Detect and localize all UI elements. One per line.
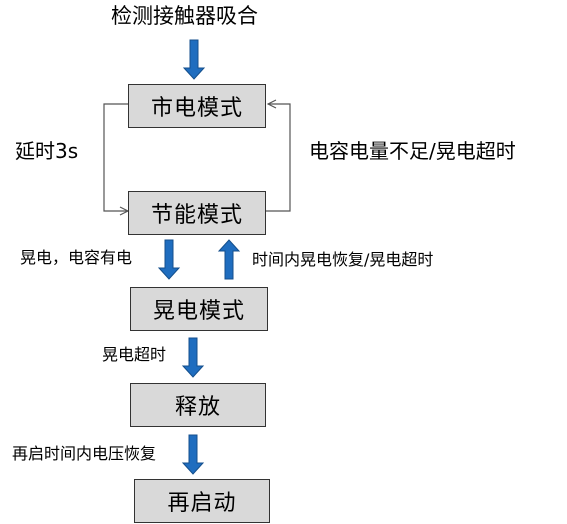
node-sway-mode: 晃电模式: [130, 287, 268, 331]
edge-label-sway-restore: 时间内晃电恢复/晃电超时: [252, 250, 434, 269]
node-saving-mode: 节能模式: [128, 191, 266, 235]
loop-line-right: [266, 104, 291, 212]
arrow-release-to-restart: [181, 434, 205, 475]
loop-line-left: [103, 103, 128, 211]
node-restart: 再启动: [134, 479, 270, 523]
node-mains-mode: 市电模式: [128, 84, 266, 128]
edge-label-cap-low: 电容电量不足/晃电超时: [309, 139, 516, 163]
node-release: 释放: [130, 383, 266, 427]
arrow-sway-to-release: [181, 337, 205, 378]
edge-label-sway-timeout: 晃电超时: [102, 345, 167, 364]
edge-label-restart-cond: 再启时间内电压恢复: [12, 444, 157, 463]
edge-label-delay: 延时3s: [15, 139, 79, 163]
arrow-start-to-mains: [182, 39, 206, 80]
start-label: 检测接触器吸合: [111, 4, 258, 28]
arrow-sway-to-saving: [217, 239, 241, 280]
arrow-saving-to-sway: [157, 239, 181, 280]
edge-label-sway-cap: 晃电，电容有电: [20, 248, 133, 267]
